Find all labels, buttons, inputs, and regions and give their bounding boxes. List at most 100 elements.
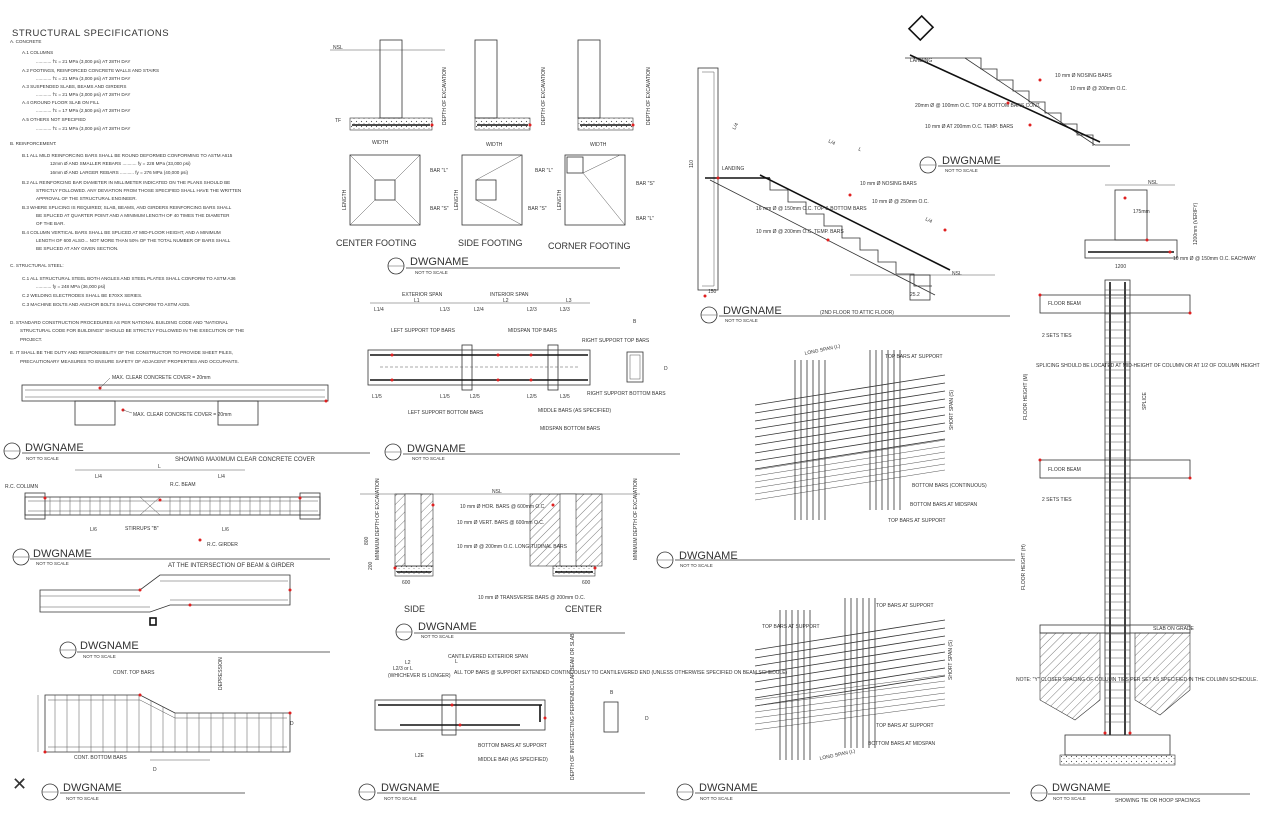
spec-line: PRECAUTIONARY MEASURES TO ENSURE SAFETY …: [20, 359, 239, 364]
stair-section-detail: NSL LANDING L/4 L L/4 L/4 10 mm Ø NOSING…: [689, 67, 995, 301]
not-to-scale-label: NOT TO SCALE: [725, 318, 758, 323]
l6-left-label: L/6: [90, 527, 97, 533]
middle-bar-label: MIDDLE BAR (AS SPECIFIED): [478, 757, 548, 763]
spec-line: C.3 MACHINE BOLTS AND ANCHOR BOLTS SHALL…: [22, 302, 190, 307]
span-l-label: L: [158, 464, 161, 470]
cont-top-bars-label: CONT. TOP BARS: [113, 670, 155, 676]
bar-s-label: BAR "S": [430, 206, 449, 212]
nosing-label: 10 mm Ø NOSING BARS: [860, 181, 917, 187]
v800-label: 800: [364, 536, 370, 545]
title-block-slab2: DWGNAME NOT TO SCALE: [676, 782, 1010, 801]
v175-label: 175mm: [1133, 209, 1150, 215]
l6-right-label: L/6: [222, 527, 229, 533]
rc-girder-label: R.C. GIRDER: [207, 542, 238, 548]
short-span-label: SHORT SPAN (S): [948, 640, 954, 680]
nsl-label: NSL: [1148, 180, 1158, 186]
center-footing-title: CENTER FOOTING: [336, 238, 417, 248]
not-to-scale-label: NOT TO SCALE: [415, 270, 448, 275]
width-label: WIDTH: [372, 140, 389, 146]
stepped-beam-detail: [39, 574, 292, 626]
dwgname-label: DWGNAME: [723, 305, 782, 317]
v110-label: 110: [689, 160, 695, 168]
l4-label: L/4: [827, 138, 836, 147]
v150-label: 150: [708, 289, 717, 295]
l2-3-label: L2/3: [527, 307, 537, 313]
wall-footing-sections: NSL 600 MINIMUM DEPTH OF EXCAVATION 800 …: [360, 478, 640, 614]
side-footing-title: SIDE FOOTING: [458, 238, 523, 248]
d-label-right: D: [290, 721, 294, 727]
landing-label: LANDING: [722, 166, 744, 172]
not-to-scale-label: NOT TO SCALE: [36, 561, 69, 566]
max-cover-label-top: MAX. CLEAR CONCRETE COVER = 20mm: [112, 375, 211, 381]
left-support-bottom-label: LEFT SUPPORT BOTTOM BARS: [408, 410, 484, 416]
left-support-top-label: LEFT SUPPORT TOP BARS: [391, 328, 456, 334]
splice-label: SPLICE: [1142, 392, 1148, 410]
not-to-scale-label: NOT TO SCALE: [945, 168, 978, 173]
spec-line: ............ f'c = 21 MPa (3,000 psi) AT…: [36, 126, 130, 131]
depth-excavation-label: DEPTH OF EXCAVATION: [646, 67, 652, 125]
l1-label: L1: [414, 298, 420, 304]
showing-cover-caption: SHOWING MAXIMUM CLEAR CONCRETE COVER: [175, 457, 316, 463]
m10-each-label: 10 mm Ø @ 150mm O.C. EACHWAY: [1173, 256, 1257, 262]
cantilever-beam-detail: CANTILEVERED EXTERIOR SPAN L2 L2/3 or L …: [374, 633, 788, 780]
dwgname-label: DWGNAME: [407, 443, 466, 455]
column-note: NOTE: "Y" CLOSER SPACING OF COLUMN TIES …: [1016, 677, 1258, 683]
spec-line: B. REINFORCEMENT:: [10, 141, 56, 146]
title-block-stair1: DWGNAME NOT TO SCALE (2ND FLOOR TO ATTIC…: [700, 305, 1010, 324]
spec-line: C. STRUCTURAL STEEL:: [10, 263, 64, 268]
title-block-stepped: DWGNAME NOT TO SCALE: [59, 640, 330, 659]
floor-height-m-label: FLOOR HEIGHT (M): [1023, 373, 1029, 420]
midspan-top-label: MIDSPAN TOP BARS: [508, 328, 557, 334]
spec-line: A.1 COLUMNS: [22, 50, 53, 55]
v1200mm-label: 1200mm (VERIFY): [1193, 202, 1199, 245]
depressed-beam-detail: D D CONT. TOP BARS CONT. BOTTOM BARS DEP…: [37, 657, 294, 773]
spec-line: A.3 SUSPENDED SLABS, BEAMS AND GIRDERS: [22, 84, 126, 89]
not-to-scale-label: NOT TO SCALE: [1053, 796, 1086, 801]
short-span-label: SHORT SPAN (S): [949, 390, 955, 430]
l2e-label: L2E: [415, 753, 425, 759]
landing-label: LANDING: [910, 58, 932, 64]
l2-5-label-2: L2/5: [527, 394, 537, 400]
rc-column-label: R.C. COLUMN: [5, 484, 38, 490]
spec-line: PROJECT.: [20, 337, 42, 342]
not-to-scale-label: NOT TO SCALE: [26, 456, 59, 461]
not-to-scale-label: NOT TO SCALE: [680, 563, 713, 568]
width-label: WIDTH: [590, 142, 607, 148]
spec-line: OF THE BAR.: [36, 221, 65, 226]
nosing-250-label: 10 mm Ø @ 250mm O.C.: [872, 199, 929, 205]
v200-label: 200: [368, 561, 374, 570]
b-label: B: [633, 319, 637, 325]
title-block-stair2: DWGNAME NOT TO SCALE: [919, 155, 1110, 174]
not-to-scale-label: NOT TO SCALE: [700, 796, 733, 801]
l1-5-label-2: L1/5: [440, 394, 450, 400]
top-bars-support3-label: TOP BARS AT SUPPORT: [876, 723, 934, 729]
l2-4-label: L2/4: [474, 307, 484, 313]
column-pad-footing: NSL 1200 175mm 1200mm (VERIFY) 10 mm Ø @…: [1084, 180, 1257, 270]
max-cover-label-bottom: MAX. CLEAR CONCRETE COVER = 20mm: [133, 412, 232, 418]
rc-beam-label: R.C. BEAM: [170, 482, 196, 488]
l3-3-label: L3/3: [560, 307, 570, 313]
sets-ties-label: 2 SETS TIES: [1042, 333, 1072, 339]
v600-label: 600: [582, 580, 591, 586]
nosing-top-label: 10 mm Ø NOSING BARS: [1055, 73, 1112, 79]
title-block-depressed: ✕ DWGNAME NOT TO SCALE: [12, 774, 245, 801]
spec-line: D. STANDARD CONSTRUCTION PROCEDURES AS P…: [10, 320, 229, 325]
min-depth-label: MINIMUM DEPTH OF EXCAVATION: [633, 478, 639, 560]
spec-line: A.5 OTHERS NOT SPECIFIED: [22, 117, 86, 122]
b-label: B: [610, 690, 614, 696]
showing-tie-caption: SHOWING TIE OR HOOP SPACINGS: [1115, 798, 1201, 804]
spec-line: A. CONCRETE: [10, 39, 41, 44]
all-top-bars-label: ALL TOP BARS @ SUPPORT EXTENDED CONTINUO…: [454, 670, 788, 676]
dwgname-label: DWGNAME: [942, 155, 1001, 167]
vert-bars-label: 10 mm Ø VERT. BARS @ 600mm O.C.: [457, 520, 544, 526]
bar-l-label: BAR "L": [636, 216, 654, 222]
v1200-label: 1200: [1115, 264, 1126, 270]
depression-label: DEPRESSION: [218, 657, 224, 690]
dwgname-label: DWGNAME: [418, 621, 477, 633]
tf-label: TF: [335, 118, 341, 124]
dwgname-label: DWGNAME: [25, 442, 84, 454]
spec-line: B.1 ALL MILD REINFORCING BARS SHALL BE R…: [22, 153, 233, 158]
title-block-wall-footing: DWGNAME NOT TO SCALE: [395, 621, 625, 641]
side-title: SIDE: [404, 604, 425, 614]
